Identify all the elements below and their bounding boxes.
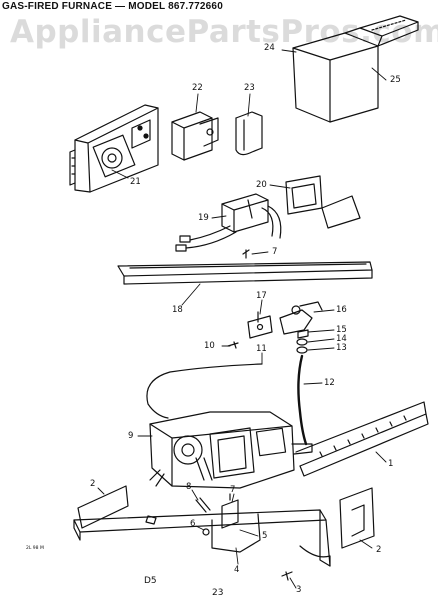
- callout-8: 8: [186, 482, 192, 492]
- diagram-title: GAS-FIRED FURNACE — MODEL 867.772660: [2, 1, 223, 12]
- watermark-text: AppliancePartsPros.com: [10, 14, 438, 50]
- part-1-burner: [295, 401, 429, 477]
- callout-24: 24: [264, 43, 275, 53]
- callout-15: 15: [336, 325, 347, 335]
- part-24-25-box: [292, 15, 419, 123]
- part-12-pilot-tube: [297, 354, 308, 446]
- part-23-clip: [235, 111, 263, 156]
- callout-18: 18: [172, 305, 183, 315]
- part-17-bracket: [247, 311, 273, 339]
- callout-2-right: 2: [376, 545, 382, 555]
- leader-lines: [97, 49, 387, 589]
- part-2-panels: [77, 485, 375, 549]
- page-number: 23: [212, 588, 224, 598]
- part-9-gas-valve: [149, 411, 313, 489]
- callout-23: 23: [244, 83, 255, 93]
- callout-7-upper: 7: [272, 247, 278, 257]
- callout-3: 3: [296, 585, 302, 595]
- part-4-manifold-frame: [73, 509, 331, 567]
- part-16-pilot: [279, 301, 323, 335]
- callout-25: 25: [390, 75, 401, 85]
- callout-5: 5: [262, 531, 268, 541]
- callout-7-lower: 7: [230, 485, 236, 495]
- part-21-control-panel: [69, 104, 159, 193]
- callout-11: 11: [256, 344, 267, 354]
- part-6-7-smallparts: [145, 493, 239, 536]
- part-19-limit-switch: [175, 193, 282, 252]
- part-18-rail: [117, 261, 373, 285]
- callout-19: 19: [198, 213, 209, 223]
- callout-14: 14: [336, 334, 347, 344]
- drawing-ref-code: 2L 98 M: [26, 546, 44, 551]
- part-8-spud: [195, 497, 211, 513]
- part-3-screw: [281, 571, 293, 581]
- callout-16: 16: [336, 305, 347, 315]
- callout-17: 17: [256, 291, 267, 301]
- callout-21: 21: [130, 177, 141, 187]
- callout-13: 13: [336, 343, 347, 353]
- callout-9: 9: [128, 431, 134, 441]
- section-label: D5: [144, 576, 157, 586]
- callout-12: 12: [324, 378, 335, 388]
- callout-20: 20: [256, 180, 267, 190]
- callout-6: 6: [190, 519, 196, 529]
- part-22-transformer: [171, 111, 219, 161]
- part-11-thermocouple: [146, 363, 263, 419]
- callout-2-left: 2: [90, 479, 96, 489]
- callout-10: 10: [204, 341, 215, 351]
- callout-4: 4: [234, 565, 240, 575]
- callout-22: 22: [192, 83, 203, 93]
- part-13-15-fittings: [296, 329, 309, 354]
- callout-1: 1: [388, 459, 394, 469]
- part-10-screw: [227, 341, 239, 349]
- part-7-screw-upper: [242, 249, 250, 259]
- part-20-plate: [285, 175, 361, 229]
